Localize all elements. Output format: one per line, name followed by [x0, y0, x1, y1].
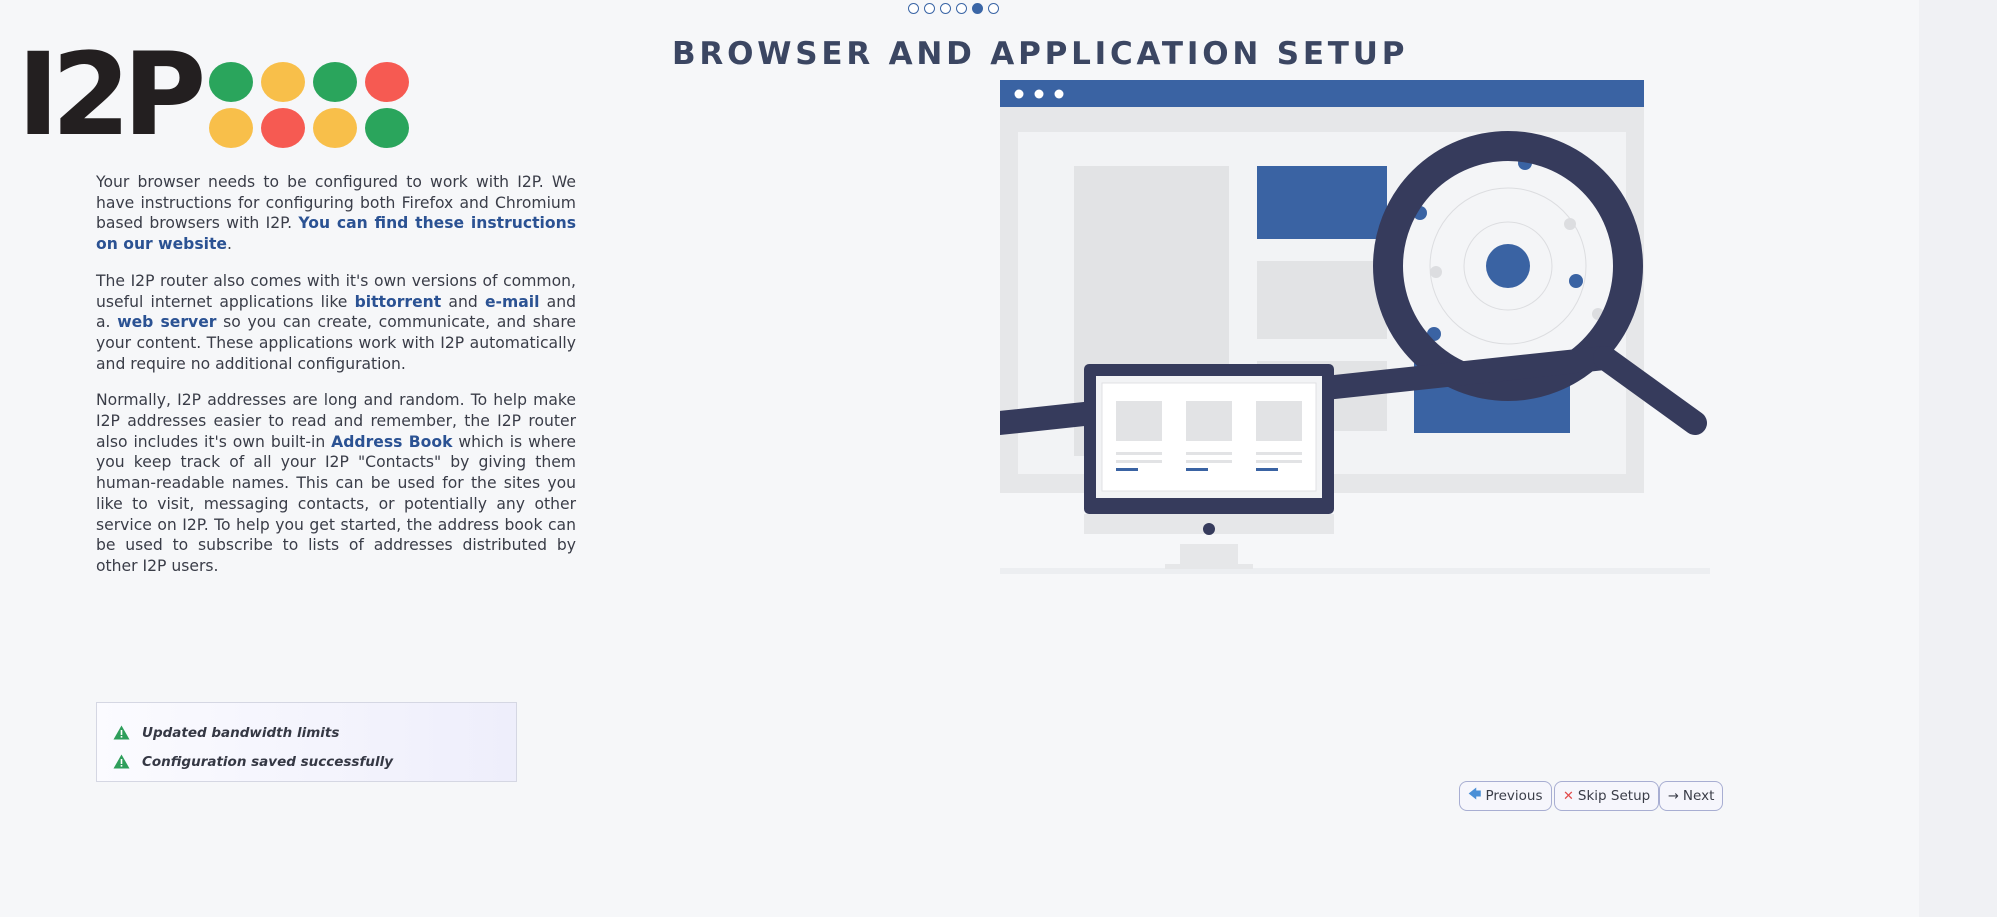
browser-instructions-link[interactable]: You can find these instructions on our w…: [96, 214, 577, 254]
notice-text: Updated bandwidth limits: [142, 724, 340, 741]
notification-box: Updated bandwidth limits Configuration s…: [96, 702, 517, 782]
logo-dot: [209, 62, 253, 102]
logo-dot: [365, 62, 409, 102]
text: .: [226, 235, 232, 254]
text: The I2P router also comes with it's own …: [96, 271, 576, 311]
step-dot[interactable]: [956, 3, 967, 14]
skip-setup-button[interactable]: ✕ Skip Setup: [1554, 781, 1660, 811]
logo-dot: [313, 62, 357, 102]
warning-triangle-icon: [113, 754, 130, 769]
paragraph-addressbook: Normally, I2P addresses are long and ran…: [96, 390, 576, 576]
setup-progress: [908, 3, 999, 14]
paragraph-browser: Your browser needs to be configured to w…: [96, 172, 576, 255]
logo-dots: [209, 62, 429, 156]
i2p-logo: I2P: [17, 38, 417, 152]
text: Your browser needs to be configured to w…: [96, 173, 576, 233]
logo-dot: [261, 108, 305, 148]
next-button[interactable]: → Next: [1659, 781, 1724, 811]
text: and a.: [96, 292, 576, 332]
step-dot[interactable]: [988, 3, 999, 14]
step-dot[interactable]: [924, 3, 935, 14]
setup-content: Your browser needs to be configured to w…: [96, 172, 576, 593]
arrow-right-icon: →: [1668, 788, 1679, 804]
logo-dot: [209, 108, 253, 148]
step-dot[interactable]: [940, 3, 951, 14]
logo-dot: [313, 108, 357, 148]
text: Normally, I2P addresses are long and ran…: [96, 391, 576, 451]
email-link[interactable]: e-mail: [484, 292, 540, 311]
bittorrent-link[interactable]: bittorrent: [354, 292, 442, 311]
arrow-left-icon: 🡄: [1468, 787, 1482, 802]
text: and: [441, 292, 485, 311]
text: which is where you keep track of all you…: [96, 432, 576, 575]
notice-text: Configuration saved successfully: [142, 753, 394, 770]
logo-dot: [261, 62, 305, 102]
logo-dot: [365, 108, 409, 148]
notice-item: Configuration saved successfully: [113, 747, 516, 776]
text: so you can create, communicate, and shar…: [96, 313, 576, 373]
web-server-link[interactable]: web server: [117, 313, 217, 332]
previous-label: Previous: [1485, 788, 1543, 804]
address-book-link[interactable]: Address Book: [331, 432, 453, 451]
next-label: Next: [1682, 788, 1715, 804]
notice-item: Updated bandwidth limits: [113, 718, 516, 747]
close-icon: ✕: [1563, 788, 1574, 804]
right-edge-panel: [1919, 0, 1997, 917]
skip-label: Skip Setup: [1577, 788, 1651, 804]
browser-search-illustration: [1000, 80, 1710, 574]
logo-text: I2P: [17, 28, 206, 161]
warning-triangle-icon: [113, 725, 130, 740]
step-dot-current[interactable]: [972, 3, 983, 14]
previous-button[interactable]: 🡄 Previous: [1459, 781, 1552, 811]
page-title: BROWSER AND APPLICATION SETUP: [672, 36, 1409, 72]
step-dot[interactable]: [908, 3, 919, 14]
paragraph-applications: The I2P router also comes with it's own …: [96, 271, 576, 375]
